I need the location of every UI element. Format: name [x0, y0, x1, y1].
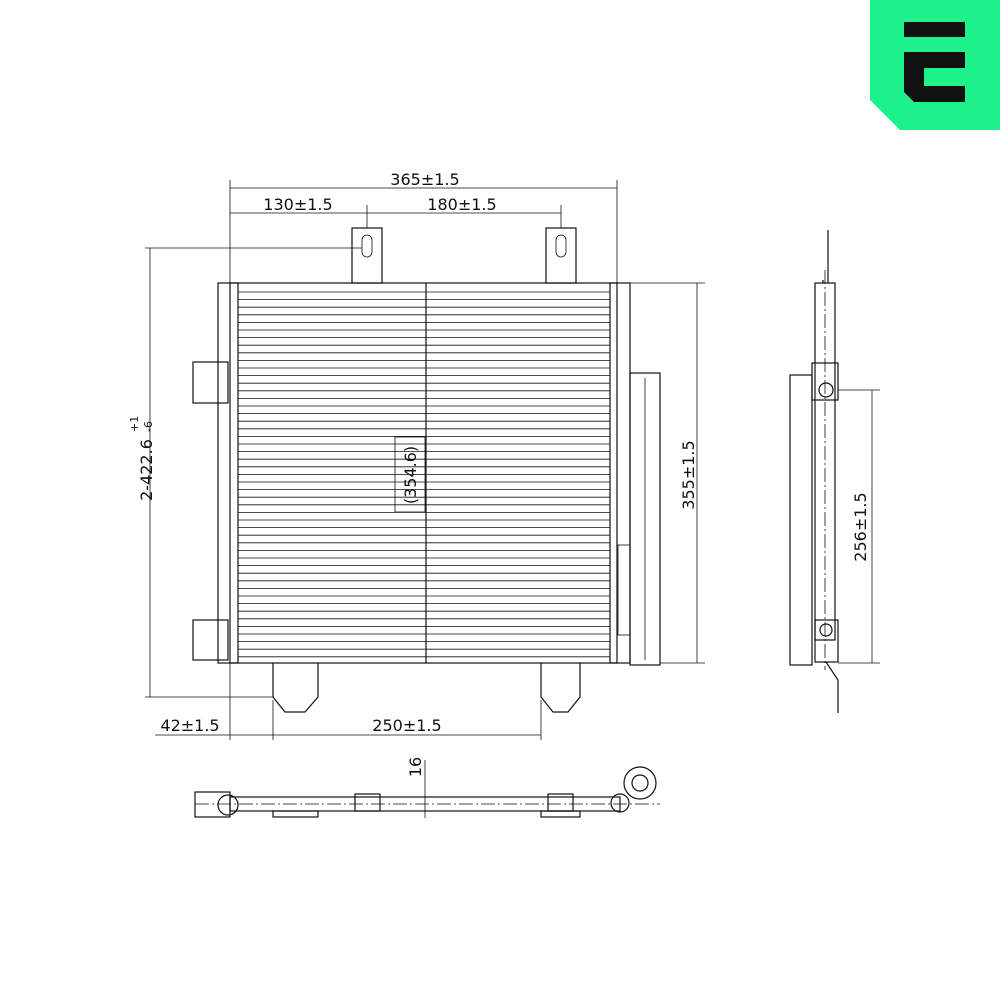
front-view: (354.6) — [192, 227, 661, 713]
bracket-left-offset-label: 130±1.5 — [263, 195, 332, 214]
overall-height-tol-minus: -6 — [142, 421, 155, 432]
bottom-bracket-spacing-label: 250±1.5 — [372, 716, 441, 735]
overall-width-label: 365±1.5 — [390, 170, 459, 189]
side-bracket-spacing-label: 256±1.5 — [851, 492, 870, 561]
front-dimensions: 365±1.5 130±1.5 180±1.5 2-422.6 +1 -6 35… — [128, 170, 705, 740]
bracket-spacing-label: 180±1.5 — [427, 195, 496, 214]
core-center-label: (354.6) — [401, 446, 420, 504]
svg-text:2-422.6: 2-422.6 — [137, 439, 156, 501]
core-height-label: 355±1.5 — [679, 440, 698, 509]
overall-height-label: 2-422.6 — [137, 439, 156, 501]
brand-logo — [870, 0, 1000, 130]
bottom-view: 16 — [194, 757, 660, 818]
side-view: 256±1.5 — [789, 230, 880, 713]
overall-height-tol-plus: +1 — [128, 416, 141, 432]
bottom-left-offset-label: 42±1.5 — [160, 716, 219, 735]
thickness-label: 16 — [406, 757, 425, 777]
